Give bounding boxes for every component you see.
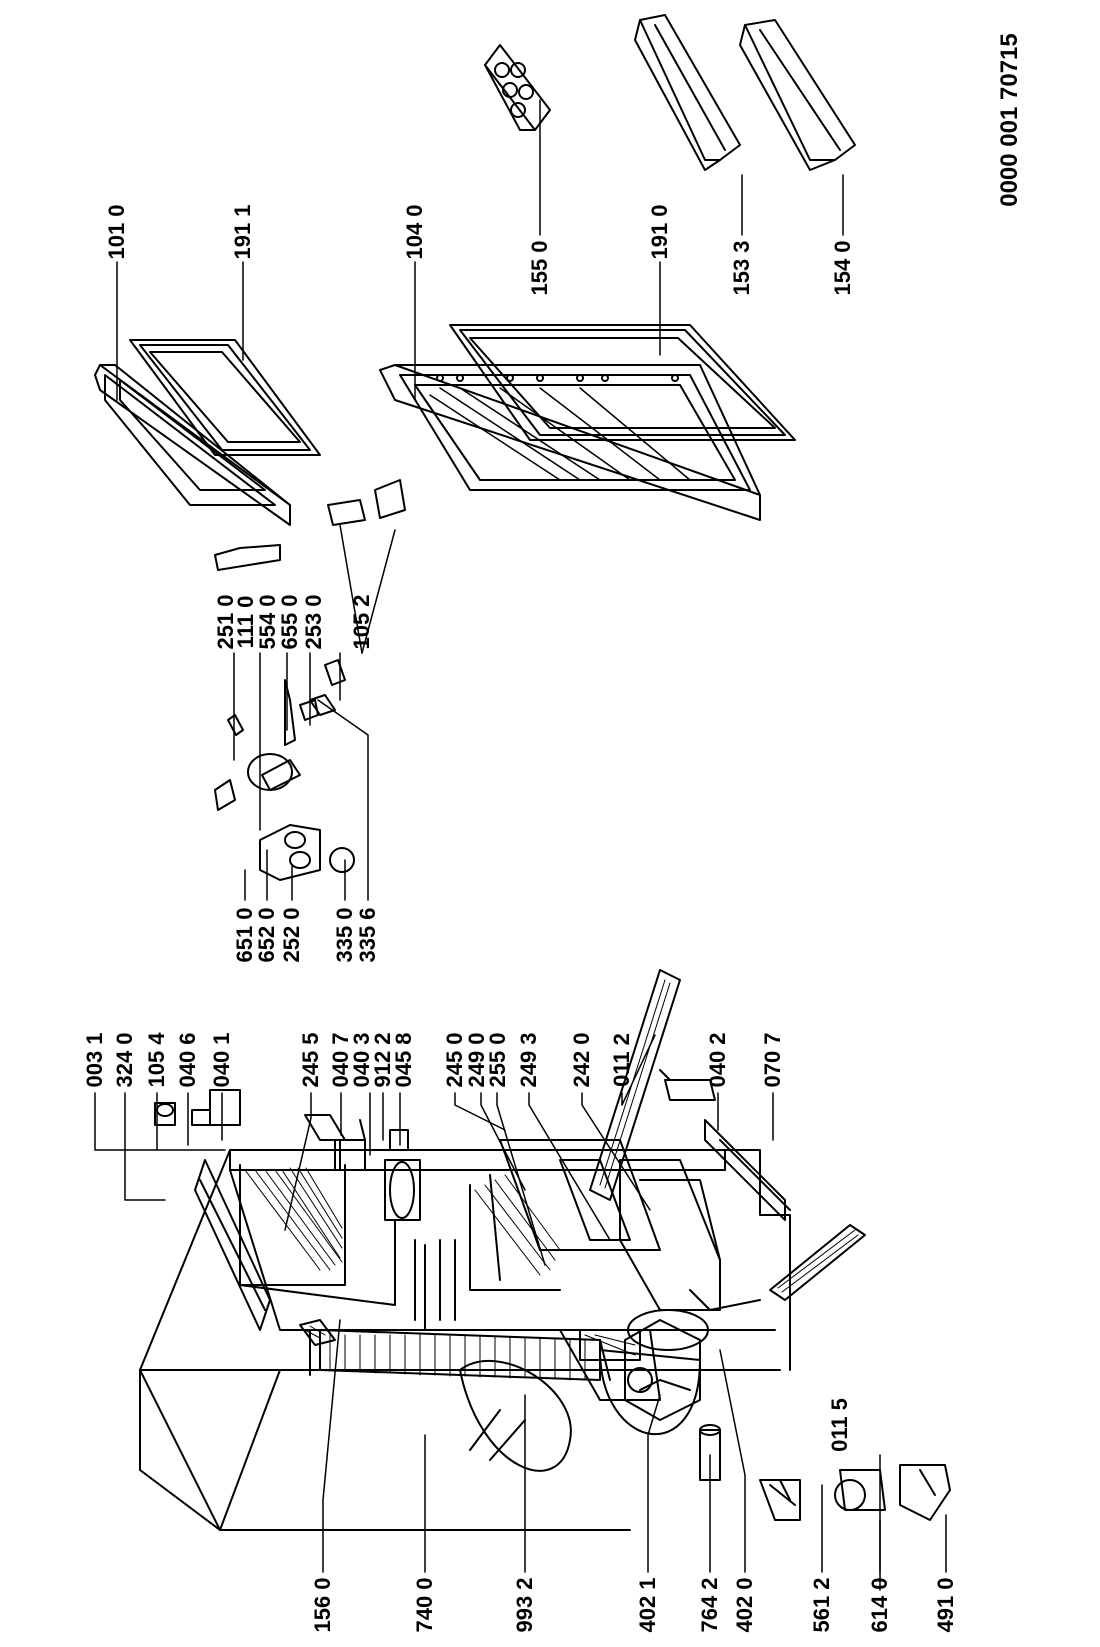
part-label: 764 2 xyxy=(697,1577,722,1633)
thermostat-cluster xyxy=(214,479,406,881)
part-label: 040 6 xyxy=(175,1032,200,1088)
part-label: 011 5 xyxy=(827,1398,852,1452)
leader-lines xyxy=(94,99,947,1591)
part-label: 652 0 xyxy=(254,907,279,963)
part-label: 154 0 xyxy=(830,240,855,296)
part-label: 101 0 xyxy=(104,204,129,260)
part-label: 011 2 xyxy=(609,1033,634,1087)
part-label: 245 5 xyxy=(298,1032,323,1088)
part-label: 255 0 xyxy=(485,1032,510,1088)
part-label: 156 0 xyxy=(310,1577,335,1633)
part-label: 111 0 xyxy=(233,595,258,649)
part-label: 253 0 xyxy=(301,594,326,650)
part-label: 554 0 xyxy=(255,594,280,650)
part-label: 155 0 xyxy=(527,240,552,296)
part-label: 040 2 xyxy=(705,1032,730,1088)
part-label: 402 0 xyxy=(732,1577,757,1633)
part-label: 740 0 xyxy=(412,1577,437,1633)
part-label: 491 0 xyxy=(933,1577,958,1633)
part-label: 105 4 xyxy=(144,1032,169,1088)
part-label: 993 2 xyxy=(512,1577,537,1633)
rails-and-brackets xyxy=(154,969,951,1521)
part-label: 614 0 xyxy=(867,1577,892,1633)
part-label: 335 6 xyxy=(355,907,380,963)
part-label: 070 7 xyxy=(760,1032,785,1088)
document-number: 0000 001 70715 xyxy=(996,33,1023,207)
part-label: 105 2 xyxy=(349,594,374,650)
part-label: 245 0 xyxy=(442,1032,467,1088)
part-label: 249 3 xyxy=(516,1032,541,1088)
part-label: 153 3 xyxy=(729,240,754,296)
part-label: 104 0 xyxy=(402,204,427,260)
part-label: 191 0 xyxy=(647,204,672,260)
part-label: 191 1 xyxy=(230,204,255,260)
part-label: 651 0 xyxy=(232,907,257,963)
freezer-door xyxy=(94,339,321,526)
part-label: 003 1 xyxy=(82,1032,107,1088)
part-label: 335 0 xyxy=(332,907,357,963)
fridge-door xyxy=(379,324,796,521)
part-label: 040 1 xyxy=(209,1032,234,1088)
part-label: 324 0 xyxy=(112,1032,137,1088)
part-label: 655 0 xyxy=(277,594,302,650)
part-label: 045 8 xyxy=(391,1032,416,1088)
part-label: 402 1 xyxy=(635,1577,660,1633)
cabinet-body xyxy=(139,1139,791,1531)
part-label: 242 0 xyxy=(569,1032,594,1088)
door-accessories xyxy=(484,14,856,171)
part-label: 252 0 xyxy=(279,907,304,963)
part-label: 561 2 xyxy=(809,1577,834,1633)
